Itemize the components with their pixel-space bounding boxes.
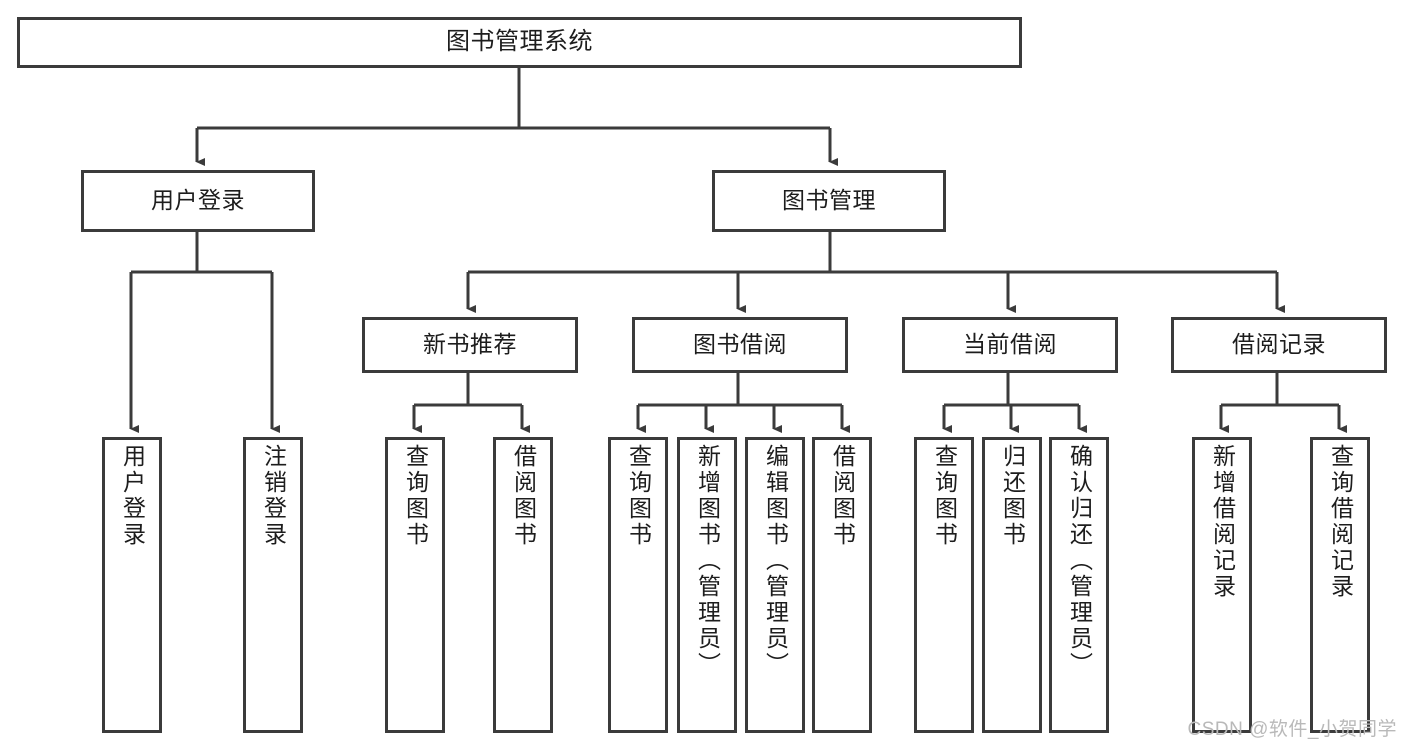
leaf-current-borrow-confirm-return[interactable]: 确认归还（管理员） <box>1049 437 1109 733</box>
leaf-book-borrow-add[interactable]: 新增图书（管理员） <box>677 437 737 733</box>
node-label: 查询图书 <box>402 444 429 548</box>
leaf-borrow-record-add[interactable]: 新增借阅记录 <box>1192 437 1252 733</box>
node-label: 图书管理 <box>782 187 876 214</box>
leaf-user-login-logout[interactable]: 注销登录 <box>243 437 303 733</box>
node-label: 注销登录 <box>260 444 287 548</box>
csdn-watermark: CSDN @软件_小贺同学 <box>1187 719 1397 740</box>
leaf-book-borrow-query[interactable]: 查询图书 <box>608 437 668 733</box>
node-book-borrow[interactable]: 图书借阅 <box>632 317 848 373</box>
node-label: 新书推荐 <box>423 331 517 358</box>
node-label: 借阅记录 <box>1232 331 1326 358</box>
node-label: 新增借阅记录 <box>1209 444 1236 600</box>
node-label: 借阅图书 <box>829 444 856 548</box>
node-book-management[interactable]: 图书管理 <box>712 170 946 232</box>
node-label: 当前借阅 <box>963 331 1057 358</box>
leaf-book-borrow-edit[interactable]: 编辑图书（管理员） <box>745 437 805 733</box>
leaf-book-borrow-borrow[interactable]: 借阅图书 <box>812 437 872 733</box>
node-label: 图书借阅 <box>693 331 787 358</box>
leaf-new-book-query[interactable]: 查询图书 <box>385 437 445 733</box>
node-borrow-record[interactable]: 借阅记录 <box>1171 317 1387 373</box>
leaf-borrow-record-query[interactable]: 查询借阅记录 <box>1310 437 1370 733</box>
node-label: 查询借阅记录 <box>1327 444 1354 600</box>
node-label: 查询图书 <box>931 444 958 548</box>
node-label: 用户登录 <box>151 187 245 214</box>
node-label: 查询图书 <box>625 444 652 548</box>
node-label: 借阅图书 <box>510 444 537 548</box>
leaf-new-book-borrow[interactable]: 借阅图书 <box>493 437 553 733</box>
node-user-login[interactable]: 用户登录 <box>81 170 315 232</box>
leaf-current-borrow-query[interactable]: 查询图书 <box>914 437 974 733</box>
leaf-user-login-login[interactable]: 用户登录 <box>102 437 162 733</box>
node-label: 编辑图书（管理员） <box>762 444 789 678</box>
node-label: 确认归还（管理员） <box>1066 444 1093 678</box>
node-label: 图书管理系统 <box>446 28 593 56</box>
leaf-current-borrow-return[interactable]: 归还图书 <box>982 437 1042 733</box>
node-current-borrow[interactable]: 当前借阅 <box>902 317 1118 373</box>
node-label: 新增图书（管理员） <box>694 444 721 678</box>
node-root-system[interactable]: 图书管理系统 <box>17 17 1022 68</box>
node-new-book-recommend[interactable]: 新书推荐 <box>362 317 578 373</box>
node-label: 归还图书 <box>999 444 1026 548</box>
node-label: 用户登录 <box>119 444 146 548</box>
